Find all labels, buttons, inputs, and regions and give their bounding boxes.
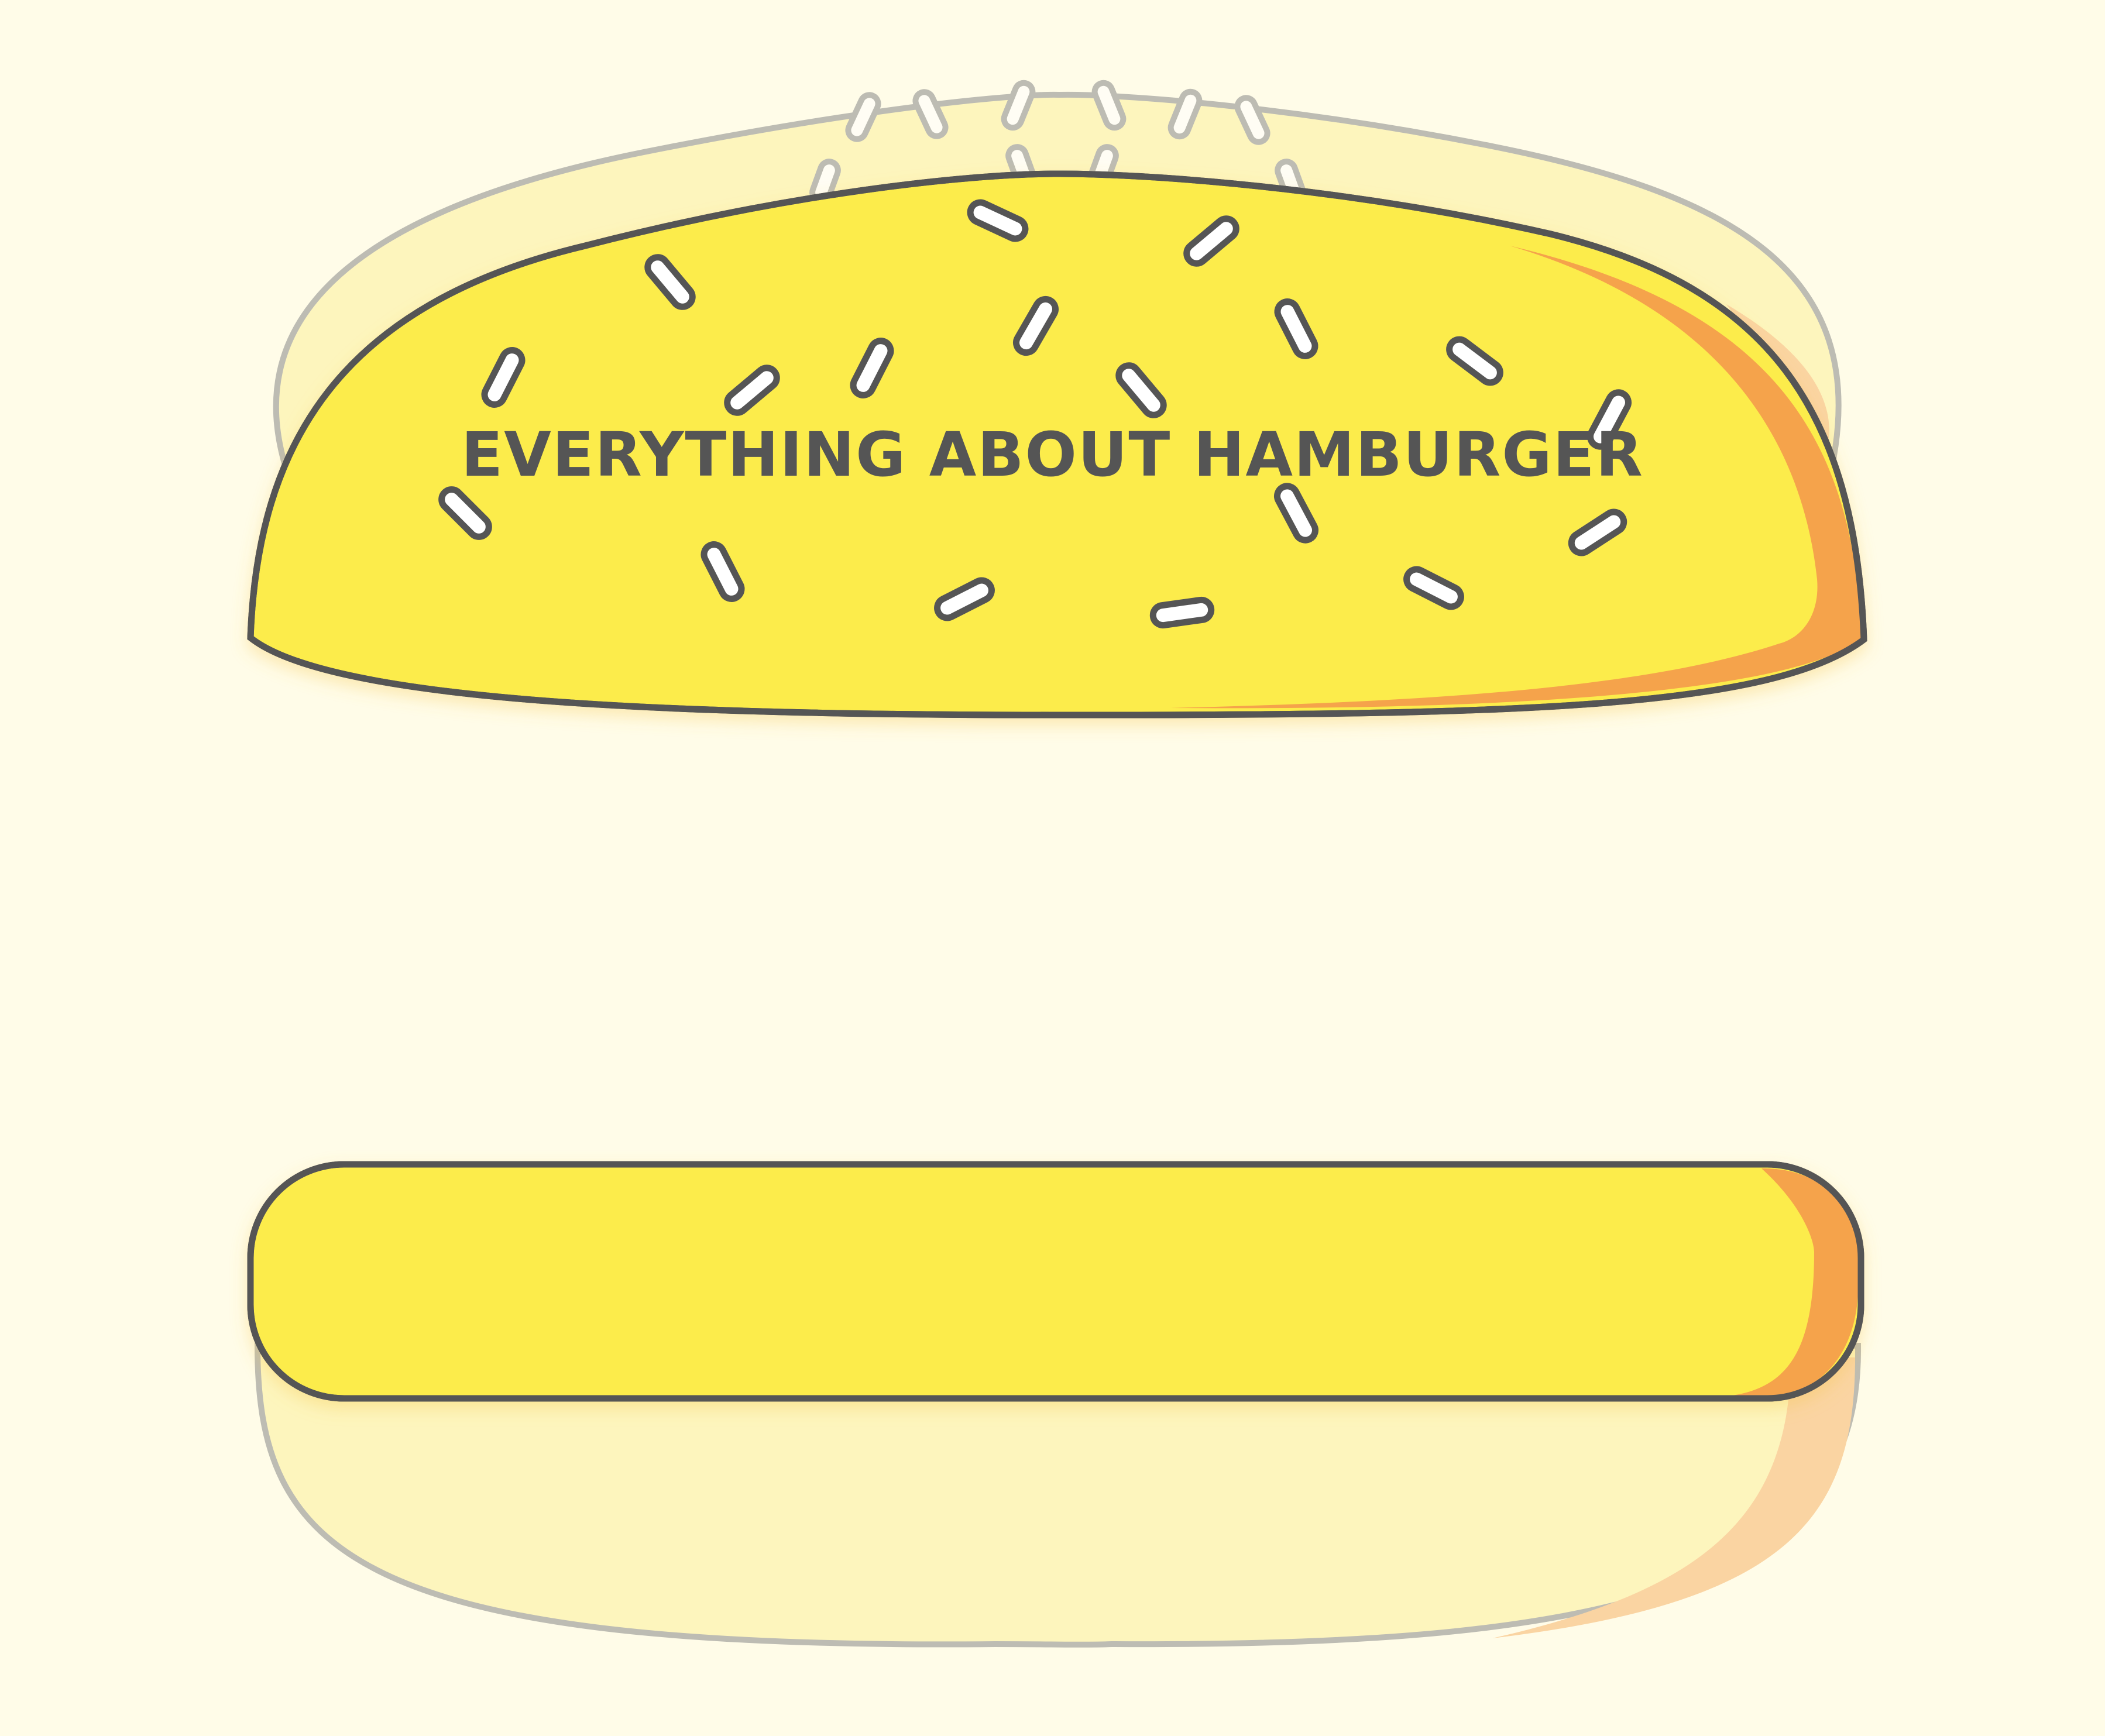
sesame-seed xyxy=(934,577,995,621)
sesame-seed xyxy=(724,365,780,416)
sesame-seed xyxy=(967,199,1029,242)
sesame-seed xyxy=(1115,362,1167,418)
bun-top xyxy=(247,170,1867,719)
sesame-seed xyxy=(644,254,696,310)
sesame-seed xyxy=(481,347,526,408)
sesame-seed xyxy=(1446,336,1503,386)
sesame-seed xyxy=(438,486,492,540)
sesame-seed xyxy=(1274,298,1318,359)
sesame-seed xyxy=(1403,566,1464,610)
sesame-seed xyxy=(1568,508,1627,556)
sesame-seed xyxy=(1183,215,1239,267)
sesame-seed xyxy=(1149,596,1215,629)
sesame-seed xyxy=(850,338,894,398)
sesame-seed xyxy=(700,541,745,602)
sesame-seeds xyxy=(438,199,1632,629)
bun-bottom xyxy=(247,1161,1864,1402)
page-title: EVERYTHING ABOUT HAMBURGER xyxy=(461,419,1644,490)
sesame-seed xyxy=(1587,389,1632,450)
sesame-seed xyxy=(1013,295,1059,356)
sesame-seed xyxy=(1274,483,1318,544)
